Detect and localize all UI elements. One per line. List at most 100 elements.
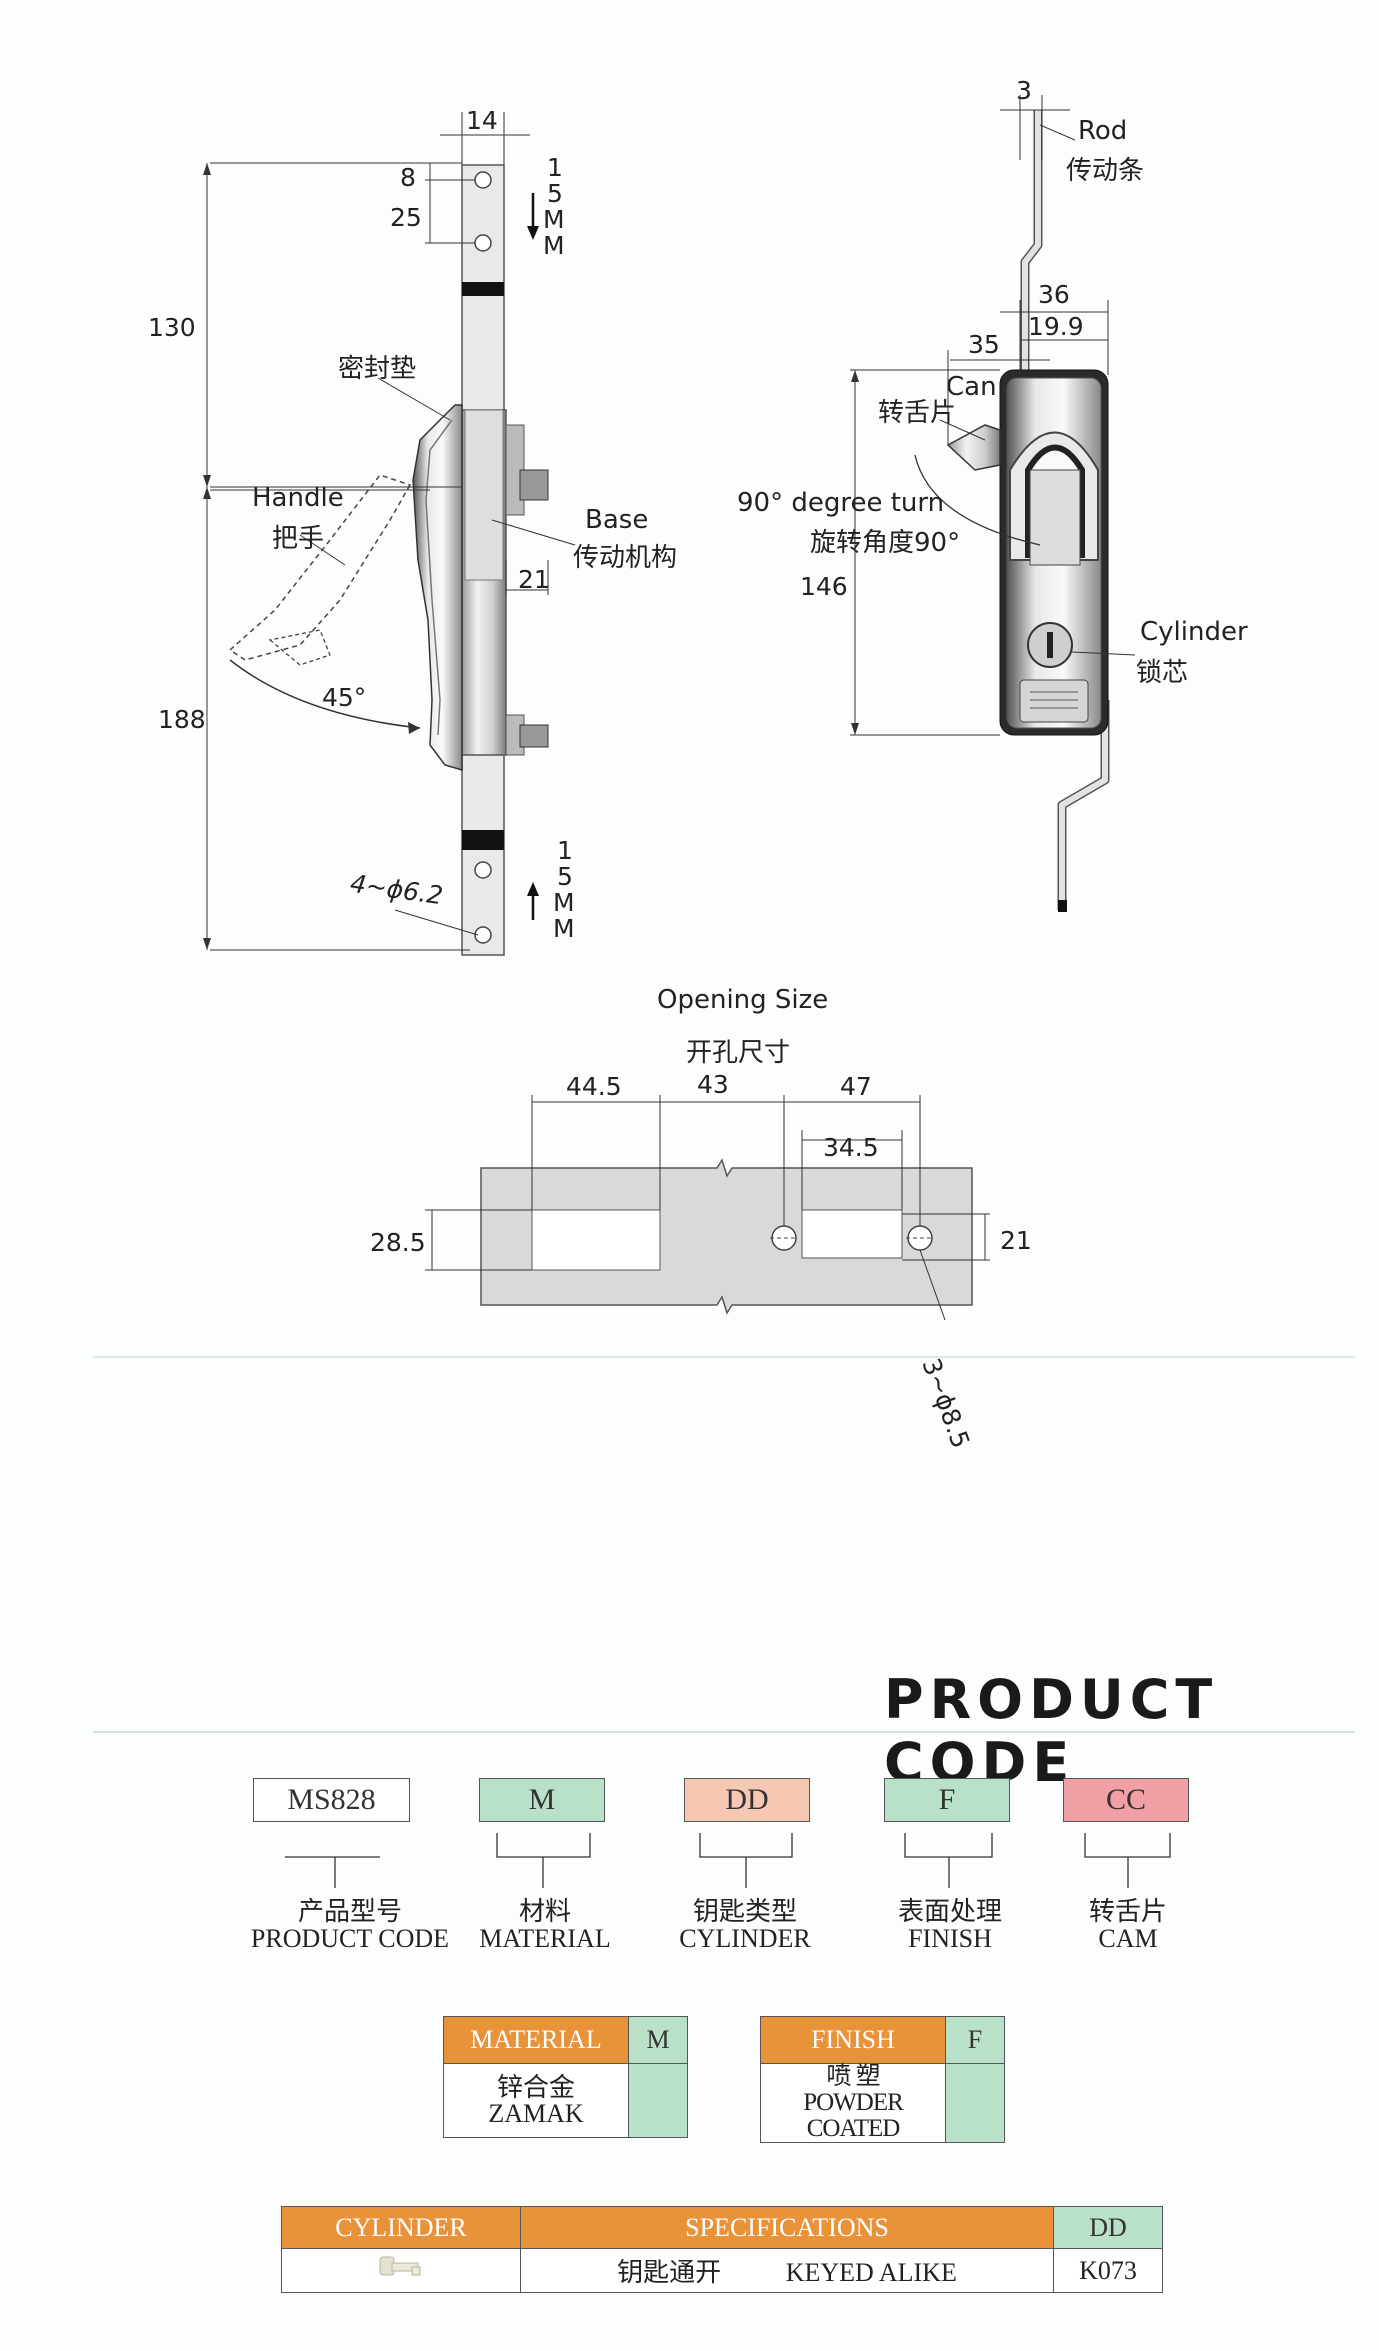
stroke-letter: 1 [547, 153, 563, 182]
dim-47: 47 [840, 1072, 872, 1101]
finish-value-cn: 喷 塑 [826, 2063, 880, 2090]
stroke-letter: M [553, 888, 575, 917]
finish-table: FINISH F 喷 塑 POWDER COATED [760, 2016, 1005, 2143]
code-cell: K073 [1053, 2248, 1163, 2293]
product-code-title: PRODUCT CODE [884, 1668, 1219, 1794]
key-image-cell [281, 2248, 521, 2293]
spec-en: KEYED ALIKE [785, 2258, 957, 2287]
caption-material: 材料 MATERIAL [470, 1898, 620, 1952]
front-cam [946, 424, 1001, 471]
spec-header: SPECIFICATIONS [520, 2206, 1054, 2249]
caption-en: CYLINDER [679, 1924, 811, 1953]
dim-146: 146 [800, 572, 848, 601]
finish-value: 喷 塑 POWDER COATED [760, 2063, 946, 2143]
stroke-marker-bottom: 1 5 M M [553, 836, 575, 942]
caption-cn: 表面处理 [897, 1897, 1002, 1926]
finish-code-cell [945, 2063, 1005, 2143]
dim-19-9: 19.9 [1028, 312, 1084, 341]
finish-value-en: POWDER COATED [803, 2089, 904, 2142]
cylinder-label-en: Cylinder [1140, 617, 1248, 647]
code-box-cam: CC [1063, 1778, 1189, 1822]
cam-label-cn: 转舌片 [878, 398, 957, 428]
dim-top-width: 14 [466, 106, 498, 135]
caption-cn: 材料 [518, 1897, 571, 1926]
material-value: 锌合金 ZAMAK [443, 2063, 629, 2138]
finish-code: F [945, 2016, 1005, 2064]
code-box-finish: F [884, 1778, 1010, 1822]
opening-title-en: Opening Size [657, 985, 829, 1015]
opening-size-drawing [425, 1095, 990, 1321]
material-table: MATERIAL M 锌合金 ZAMAK [443, 2016, 688, 2138]
code-box-product: MS828 [253, 1778, 410, 1822]
side-handle-rotated-ghost [228, 474, 412, 661]
turn-label-en: 90° degree turn [737, 488, 945, 518]
cam-label-en: Can [946, 372, 997, 402]
title-divider [93, 1731, 1355, 1733]
side-view [203, 112, 576, 956]
dim-upper-130: 130 [148, 313, 196, 342]
angle-45: 45° [322, 683, 367, 712]
base-label-en: Base [585, 505, 649, 535]
dim-base-21: 21 [518, 565, 550, 594]
dim-35: 35 [968, 330, 1000, 359]
material-value-cn: 锌合金 [496, 2072, 575, 2102]
dim-44-5: 44.5 [566, 1072, 622, 1101]
panel-cutout-plate [480, 1158, 973, 1315]
stroke-letter: M [543, 231, 565, 260]
code-box-cylinder: DD [684, 1778, 810, 1822]
turn-label-cn: 旋转角度90° [810, 528, 961, 558]
stroke-marker-top: 1 5 M M [543, 153, 565, 259]
key-icon [379, 2256, 421, 2276]
dim-rod-3: 3 [1016, 76, 1032, 105]
dim-34-5: 34.5 [823, 1133, 879, 1162]
gasket-label: 密封垫 [338, 354, 417, 384]
dim-21: 21 [1000, 1226, 1032, 1255]
technical-drawing [93, 95, 1355, 1358]
dim-lower-188: 188 [158, 705, 206, 734]
stroke-letter: M [543, 205, 565, 234]
front-view [850, 95, 1136, 912]
material-value-en: ZAMAK [488, 2098, 584, 2128]
spec-cell: 钥匙通开 KEYED ALIKE [520, 2248, 1054, 2293]
dim-28-5: 28.5 [370, 1228, 426, 1257]
dim-hole-spacing: 25 [390, 203, 422, 232]
caption-en: PRODUCT CODE [250, 1924, 450, 1953]
spec-cn: 钥匙通开 [617, 2258, 722, 2287]
base-label-cn: 传动机构 [573, 543, 678, 573]
caption-finish: 表面处理 FINISH [875, 1898, 1025, 1952]
dim-hole-offset: 8 [400, 163, 416, 192]
caption-product: 产品型号 PRODUCT CODE [230, 1898, 470, 1952]
material-code: M [628, 2016, 688, 2064]
caption-cn: 钥匙类型 [692, 1897, 797, 1926]
caption-en: MATERIAL [479, 1924, 611, 1953]
caption-cylinder: 钥匙类型 CYLINDER [670, 1898, 820, 1952]
stroke-letter: M [553, 914, 575, 943]
caption-cam: 转舌片 CAM [1053, 1898, 1203, 1952]
dim-36: 36 [1038, 280, 1070, 309]
material-code-cell [628, 2063, 688, 2138]
stroke-letter: 5 [547, 179, 563, 208]
handle-label-cn: 把手 [272, 524, 325, 554]
cylinder-header: CYLINDER [281, 2206, 521, 2249]
rod-label-en: Rod [1078, 116, 1128, 146]
cylinder-label-cn: 锁芯 [1136, 658, 1189, 688]
finish-header: FINISH [760, 2016, 946, 2064]
handle-label-en: Handle [252, 483, 344, 513]
rod-label-cn: 传动条 [1066, 156, 1145, 186]
code-box-material: M [479, 1778, 605, 1822]
cylinder-table: CYLINDER SPECIFICATIONS DD 钥匙通开 KEYED AL… [281, 2206, 1163, 2293]
caption-cn: 产品型号 [297, 1897, 402, 1926]
side-rod-black-band-bottom [462, 830, 504, 850]
caption-en: CAM [1098, 1924, 1158, 1953]
dim-43: 43 [697, 1070, 729, 1099]
side-rod-black-band-top [462, 282, 504, 296]
code-header: DD [1053, 2206, 1163, 2249]
stroke-letter: 5 [557, 862, 573, 891]
opening-title-cn: 开孔尺寸 [686, 1038, 791, 1068]
material-header: MATERIAL [443, 2016, 629, 2064]
side-handle [412, 404, 463, 772]
stroke-letter: 1 [557, 836, 573, 865]
caption-cn: 转舌片 [1088, 1897, 1167, 1926]
code-brackets [285, 1833, 1171, 1888]
caption-en: FINISH [908, 1924, 992, 1953]
